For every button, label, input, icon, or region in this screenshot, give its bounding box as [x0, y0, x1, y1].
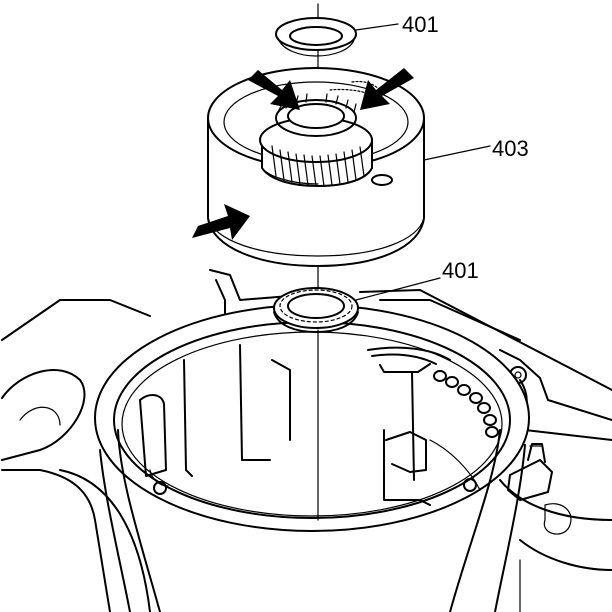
callout-washer-bottom: 401	[442, 258, 479, 283]
leader-line-washer-top	[355, 23, 399, 31]
thrust-washer-top	[275, 17, 357, 57]
callout-washer-top: 401	[402, 12, 439, 37]
arrow-top-right-icon	[360, 68, 414, 110]
transmission-case	[1, 269, 612, 612]
leader-line-washer-bottom	[355, 277, 441, 301]
leader-line-housing	[423, 145, 491, 161]
reaction-carrier-assembly	[207, 67, 425, 267]
direction-arrows	[192, 68, 414, 240]
thrust-bearing-bottom	[273, 287, 359, 333]
arrow-left-icon	[192, 204, 250, 240]
arrow-top-left-icon	[248, 70, 300, 110]
callout-housing: 403	[492, 136, 529, 161]
